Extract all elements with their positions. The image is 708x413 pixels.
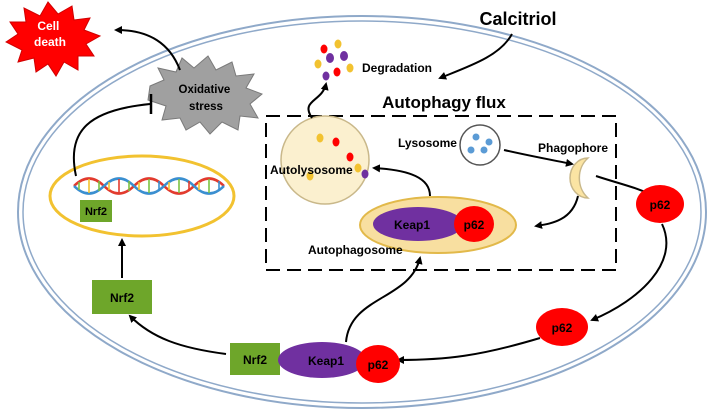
free-nrf2-label: Nrf2 [110, 291, 134, 305]
cell-death-line-1: Cell [37, 19, 59, 33]
free-nrf2 [92, 280, 152, 314]
inhibition-nrf2-to-oxidative [72, 103, 151, 177]
arrow-lysosome-to-phagophore [503, 149, 574, 167]
phagophore [569, 157, 590, 199]
cell-membrane-inner [22, 20, 702, 404]
autophagosome-p62 [454, 206, 494, 242]
lysosome [459, 124, 501, 166]
degradation-dots-icon [314, 39, 354, 81]
nucleus [48, 154, 236, 238]
oxidative-stress-burst [147, 55, 263, 135]
p62-right [636, 185, 684, 223]
phagophore-label: Phagophore [538, 141, 608, 155]
complex-nrf2 [230, 343, 280, 375]
oxidative-line-1: Oxidative [179, 84, 231, 96]
autophagosome-keap1-label: Keap1 [394, 218, 430, 232]
complex-keap1 [278, 342, 366, 378]
autolysosome-label: Autolysosome [270, 163, 353, 177]
cell-death-line-2: death [34, 35, 66, 49]
calcitriol-label: Calcitriol [479, 9, 556, 29]
lysosome-label: Lysosome [398, 136, 457, 150]
nrf2-nucleus-label: Nrf2 [85, 206, 107, 218]
autolysosome-dots [306, 133, 369, 181]
arrow-calcitriol [438, 33, 513, 80]
autophagosome-keap1 [373, 207, 463, 241]
p62-mid-label: p62 [552, 321, 573, 335]
arrow-autolysosome-to-degradation [307, 82, 329, 119]
arrow-autophagosome-to-autolysosome [372, 164, 431, 197]
p62-right-label: p62 [650, 198, 671, 212]
arrow-complex-to-autophagosome [345, 256, 423, 343]
autolysosome [280, 115, 370, 205]
autophagy-flux-label: Autophagy flux [382, 93, 506, 112]
lysosome-dots-icon [467, 133, 493, 154]
arrow-complex-to-nrf2 [128, 314, 227, 355]
autophagy-flux-box [265, 115, 617, 271]
oxidative-stress-label: Oxidative stress [179, 84, 234, 113]
arrow-p62-right-down [590, 223, 668, 322]
complex-p62-label: p62 [368, 358, 389, 372]
cell-death-label: Cell death [34, 19, 66, 49]
autophagosome-p62-label: p62 [464, 218, 485, 232]
complex-nrf2-label: Nrf2 [243, 353, 267, 367]
oxidative-line-2: stress [189, 101, 223, 113]
complex-keap1-label: Keap1 [308, 354, 344, 368]
arrow-oxidative-to-death [114, 26, 181, 71]
complex-p62 [356, 345, 400, 383]
degradation-label: Degradation [362, 61, 432, 75]
p62-mid [536, 308, 588, 346]
autophagosome-label: Autophagosome [308, 243, 403, 257]
nrf2-in-nucleus [80, 200, 112, 222]
arrow-phagophore-to-autophagosome [534, 195, 579, 229]
arrow-p62-mid-to-complex [396, 337, 541, 364]
dna-helix-icon [73, 177, 225, 195]
starburst-icon [5, 1, 102, 77]
